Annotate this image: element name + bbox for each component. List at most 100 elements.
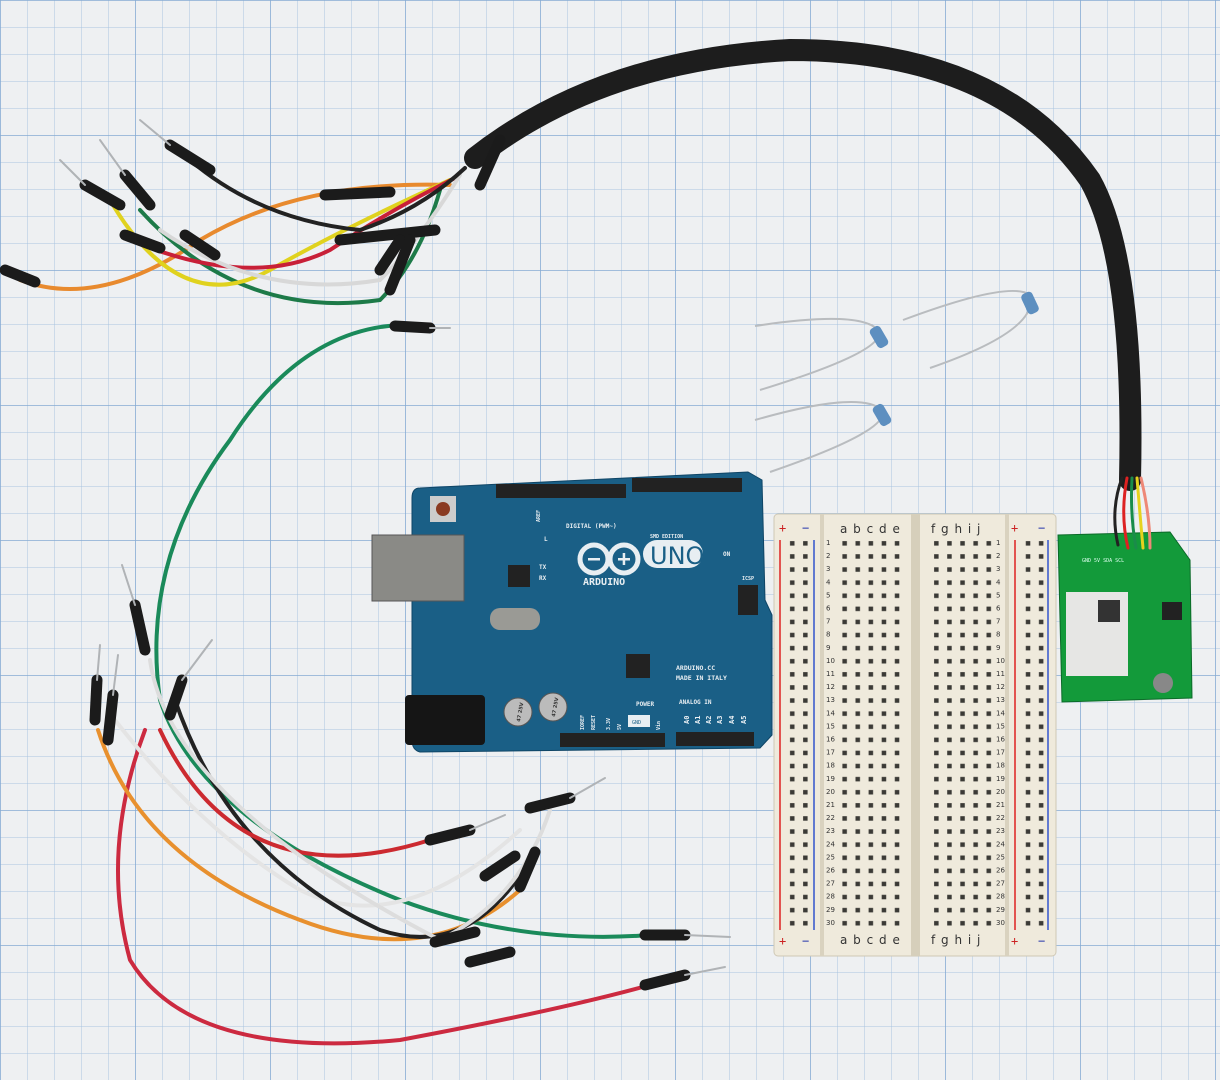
gps-pin-labels: GND 5V SDA SCL [1082,558,1124,564]
analog-pin-labels: A0 A1 A2 A3 A4 A5 [683,716,748,724]
row-number-right: 11 [996,670,1005,678]
power-pin-labels: IOREF RESET 3.3V 5V GND Vin [580,715,662,730]
row-number-left: 28 [826,893,835,901]
rail-holes [1020,540,1046,930]
wire-green [138,188,442,306]
pin-label: A3 [716,716,724,724]
row-number-right: 25 [996,853,1005,861]
row-number-left: 19 [826,775,835,783]
icsp-label: ICSP [742,576,754,582]
pin-label: IOREF [580,715,586,730]
reset-button-cap[interactable] [436,502,450,516]
wire-red-short [158,728,432,858]
pin-label: A2 [705,716,713,724]
row-number-right: 24 [996,840,1005,848]
row-number-right: 21 [996,801,1005,809]
aref-label: AREF [536,510,542,522]
resistor [1021,291,1039,315]
row-number-left: 26 [826,867,835,875]
microcontroller-chip [626,654,650,678]
row-number-left: 1 [826,539,830,547]
row-number-right: 28 [996,893,1005,901]
row-number-right: 26 [996,867,1005,875]
row-number-left: 8 [826,631,830,639]
minus-label: − [802,521,809,535]
crystal [490,608,540,630]
pin-label: A4 [728,716,736,724]
pin-label: A1 [694,716,702,724]
row-number-left: 16 [826,736,835,744]
pin-label: Vin [656,721,662,730]
rail-holes [785,540,811,930]
analog-header [676,732,754,746]
pin-label: A0 [683,716,691,724]
row-number-right: 12 [996,683,1005,691]
pin-label: RESET [591,715,597,730]
row-number-right: 19 [996,775,1005,783]
capacitor-label: 47 25V [551,697,560,717]
resistor [872,403,892,427]
usb-b-connector [371,534,465,602]
pin-label: 3.3V [606,718,612,730]
wire-red-long [116,728,652,1046]
plus-label: + [1011,521,1018,535]
resistor [869,325,889,349]
row-number-right: 6 [996,605,1001,613]
row-number-right: 7 [996,618,1000,626]
wire-black [188,158,467,233]
analog-label: ANALOG IN [679,699,712,706]
plus-label: + [779,521,786,535]
capacitor [503,697,533,727]
row-number-right: 17 [996,749,1005,757]
row-number-left: 21 [826,801,835,809]
row-number-left: 2 [826,552,830,560]
pin-label: GND [632,720,641,726]
digital-label: DIGITAL (PWM~) [566,523,617,530]
pin-label: 5V [617,724,623,730]
row-number-right: 29 [996,906,1005,914]
l-label: L [544,536,548,543]
row-number-left: 6 [826,605,831,613]
icsp-header [738,585,758,615]
row-number-left: 17 [826,749,835,757]
column-labels-bottom-right: f g h i j [931,933,981,947]
arduino-uno-board: 47 25V 47 25V AREF UNO SMD EDITION ARDUI… [371,471,773,753]
arduino-logo [577,542,641,576]
row-number-right: 23 [996,827,1005,835]
row-number-left: 12 [826,683,835,691]
terminal-holes-a-e [836,536,902,930]
row-number-right: 5 [996,591,1000,599]
plus-label: + [779,934,786,948]
row-number-right: 27 [996,880,1005,888]
row-number-left: 15 [826,722,835,730]
resistors [754,289,1039,473]
column-labels-top-left: a b c d e [840,522,901,536]
on-label: ON [723,551,731,558]
row-number-right: 1 [996,539,1000,547]
row-number-left: 5 [826,591,830,599]
digital-header-high [496,484,626,498]
row-number-left: 27 [826,880,835,888]
row-number-right: 22 [996,814,1005,822]
wire-white-2 [148,658,552,943]
minus-label: − [802,934,809,948]
brand-label: ARDUINO [583,577,625,588]
row-number-right: 20 [996,788,1005,796]
row-number-left: 13 [826,696,835,704]
row-number-left: 24 [826,840,835,848]
row-number-right: 9 [996,644,1000,652]
terminal-holes-f-j [928,536,994,930]
row-number-right: 15 [996,722,1005,730]
row-number-right: 2 [996,552,1000,560]
breadboard: a b c d e f g h i j a b c d e f g h i j … [773,513,1057,957]
row-number-left: 14 [826,709,835,717]
wire-white-long [113,718,522,908]
minus-label: − [1038,934,1045,948]
row-number-left: 11 [826,670,835,678]
row-number-left: 30 [826,919,835,927]
column-labels-bottom-left: a b c d e [840,933,901,947]
data-matrix-code [1098,600,1120,622]
minus-label: − [1038,521,1045,535]
